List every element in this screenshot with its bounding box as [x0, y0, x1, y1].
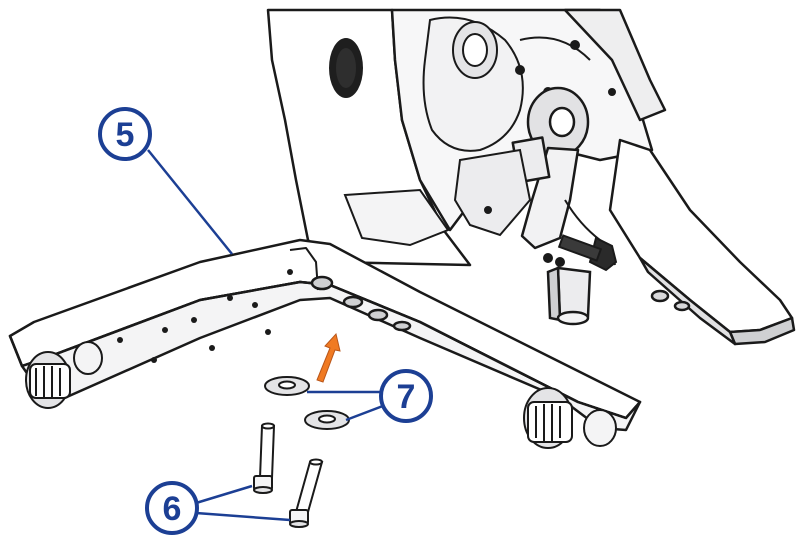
callout-7: 7: [307, 369, 433, 423]
front-post: [546, 266, 592, 326]
callout-6-leader-upper: [195, 484, 253, 505]
washers: [264, 376, 350, 430]
right-wheel: [523, 387, 617, 449]
callout-7-leader-lower: [345, 402, 389, 422]
left-wheel: [25, 341, 103, 409]
callout-6-circle: [145, 481, 199, 535]
mounting-holes: [117, 269, 293, 363]
callout-5: 5: [98, 107, 233, 255]
cable-connector: [543, 199, 618, 272]
bolt-right: [289, 458, 324, 528]
callout-7-circle: [379, 369, 433, 423]
callout-6-leader-lower: [195, 511, 291, 522]
callout-6-label: 6: [163, 490, 182, 528]
bolt-left: [253, 422, 276, 494]
bolts: [253, 422, 324, 528]
washer-upper: [264, 376, 310, 396]
washer-lower: [304, 410, 350, 430]
callout-5-leader: [147, 149, 233, 255]
lower-housing: [343, 148, 532, 247]
callout-5-circle: [98, 107, 152, 161]
callout-6: 6: [145, 481, 291, 535]
speaker-grille: [329, 38, 363, 98]
insert-direction-arrow: [316, 332, 341, 383]
right-rear-leg: [608, 138, 796, 346]
callout-5-label: 5: [116, 116, 135, 154]
callout-7-label: 7: [397, 378, 416, 416]
